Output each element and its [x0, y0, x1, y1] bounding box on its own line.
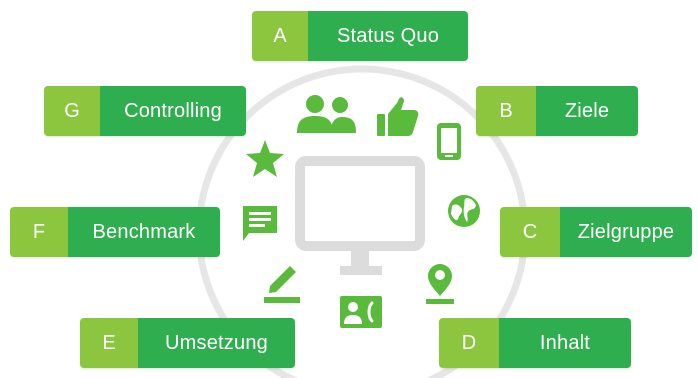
step-label: Ziele — [536, 86, 638, 136]
step-f-benchmark[interactable]: F Benchmark — [10, 207, 220, 257]
step-label: Zielgruppe — [560, 207, 692, 257]
step-label: Status Quo — [308, 11, 468, 61]
thumbs-up-icon — [377, 97, 419, 136]
step-c-zielgruppe[interactable]: C Zielgruppe — [500, 207, 692, 257]
step-letter: B — [476, 86, 536, 136]
step-letter: A — [252, 11, 308, 61]
step-a-status-quo[interactable]: A Status Quo — [252, 11, 468, 61]
step-label: Umsetzung — [138, 318, 295, 368]
step-letter: C — [500, 207, 560, 257]
chat-icon — [243, 206, 277, 241]
pencil-icon — [264, 266, 300, 303]
globe-icon — [448, 195, 480, 227]
step-letter: E — [80, 318, 138, 368]
step-letter: G — [44, 86, 100, 136]
location-pin-icon — [426, 264, 454, 304]
step-letter: F — [10, 207, 68, 257]
step-label: Benchmark — [68, 207, 220, 257]
smartphone-icon — [437, 123, 461, 160]
monitor-icon — [295, 156, 425, 275]
step-b-ziele[interactable]: B Ziele — [476, 86, 638, 136]
step-g-controlling[interactable]: G Controlling — [44, 86, 246, 136]
people-icon — [297, 95, 356, 133]
star-icon — [246, 140, 284, 177]
contact-card-icon — [340, 296, 382, 328]
step-letter: D — [439, 318, 499, 368]
step-d-inhalt[interactable]: D Inhalt — [439, 318, 631, 368]
step-label: Controlling — [100, 86, 246, 136]
step-e-umsetzung[interactable]: E Umsetzung — [80, 318, 295, 368]
step-label: Inhalt — [499, 318, 631, 368]
